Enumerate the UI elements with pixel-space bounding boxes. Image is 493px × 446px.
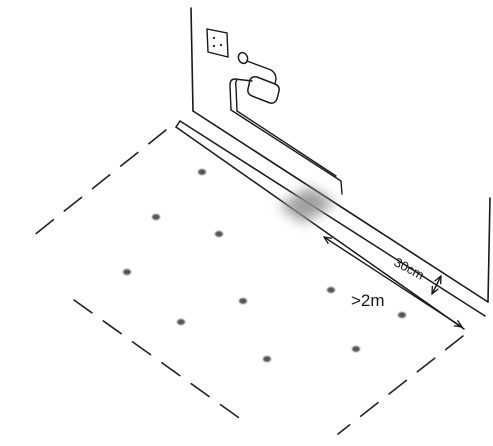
floor-marker <box>123 269 131 275</box>
floor-marker <box>177 319 185 325</box>
baseboard-left-cap <box>175 120 181 128</box>
floor-boundary <box>27 129 464 435</box>
wall-right-edge <box>487 197 491 303</box>
clearance-dimension <box>432 276 441 294</box>
wall <box>190 7 491 303</box>
floor-marker <box>327 287 335 293</box>
baseboard-front-edge <box>175 126 465 330</box>
floor-marker <box>198 169 206 175</box>
power-cable-icon <box>229 60 343 195</box>
wall-baseline <box>192 110 489 303</box>
baseboard <box>175 120 486 330</box>
floor-marker <box>215 231 223 237</box>
floor-marker <box>352 346 360 352</box>
baseboard-top-edge <box>179 120 486 317</box>
boundary-right <box>337 335 464 435</box>
clearance-dimension-arrow <box>432 276 441 294</box>
floor-markers <box>123 169 406 362</box>
floor-marker <box>263 356 271 362</box>
length-dimension-label: >2m <box>351 291 385 310</box>
floor-marker <box>398 312 406 318</box>
robot-shadow <box>278 187 336 224</box>
floor-marker <box>152 214 160 220</box>
power-outlet-icon <box>206 28 229 58</box>
wall-left-edge <box>190 7 194 112</box>
boundary-front <box>73 299 243 421</box>
length-dimension-arrow <box>324 237 462 327</box>
floor-marker <box>239 298 247 304</box>
charging-dock-icon <box>237 51 280 104</box>
length-dimension <box>324 237 462 327</box>
boundary-left <box>27 129 167 241</box>
